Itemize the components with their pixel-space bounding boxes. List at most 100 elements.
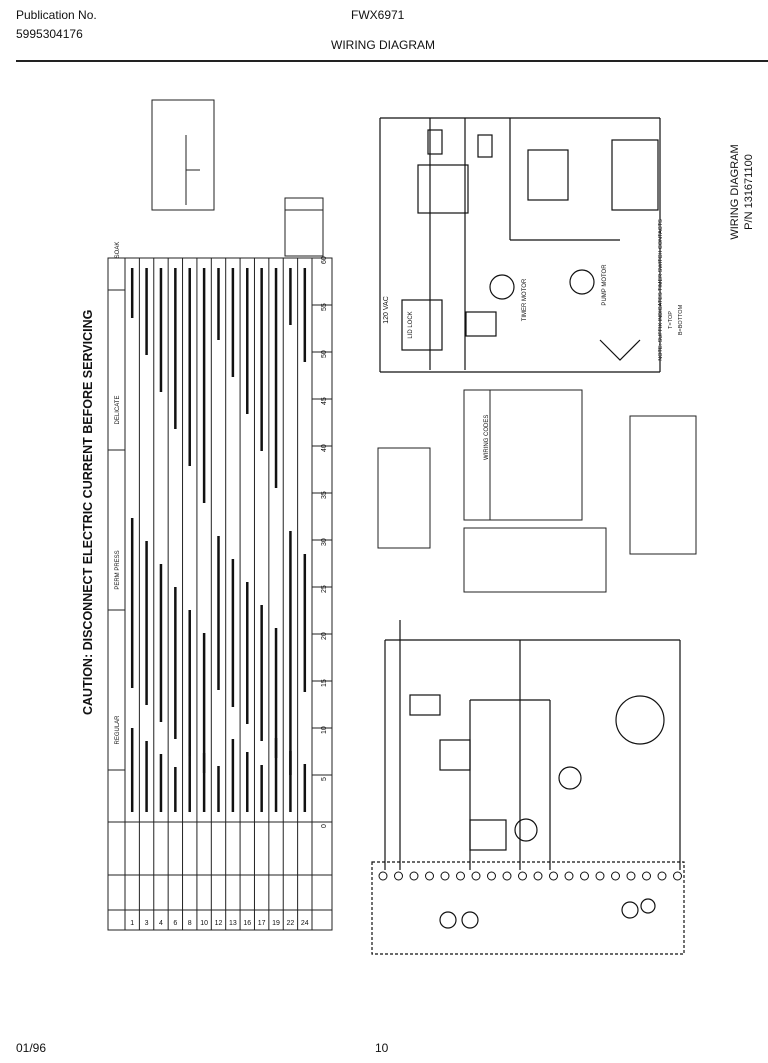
lid-lock-label: LID LOCK <box>408 311 414 338</box>
svg-text:T=TOP: T=TOP <box>668 311 674 329</box>
svg-text:40: 40 <box>321 444 328 452</box>
footer-date: 01/96 <box>16 1041 46 1055</box>
svg-text:WIRING CODES: WIRING CODES <box>484 415 490 460</box>
svg-text:60: 60 <box>321 256 328 264</box>
svg-text:120 VAC: 120 VAC <box>383 296 390 324</box>
spray-detail <box>151 99 324 257</box>
terminal-symbol <box>657 871 667 881</box>
svg-text:P/N 131671100: P/N 131671100 <box>743 154 755 230</box>
diagram-part-number: P/N 131671100 <box>743 154 755 230</box>
interval-number: 30 <box>321 538 328 546</box>
terminal-symbol <box>409 871 419 881</box>
cycle-header: DELICATE <box>115 396 121 425</box>
terminal-symbol <box>487 871 496 881</box>
svg-text:REGULAR: REGULAR <box>115 715 121 745</box>
terminal-symbol <box>394 871 403 881</box>
terminal-symbol <box>611 871 620 881</box>
wiring-codes-box <box>377 389 697 593</box>
cycle-header: PERM PRESS <box>115 550 121 589</box>
terminal-row <box>378 871 682 881</box>
chart-row-number: 19 <box>272 920 280 927</box>
chart-row-number: 1 <box>130 920 134 927</box>
svg-text:35: 35 <box>321 491 328 499</box>
chart-row-number: 13 <box>229 920 237 927</box>
terminal-symbol <box>471 871 481 881</box>
page-number: 10 <box>375 1041 389 1055</box>
chart-row-number: 10 <box>200 920 208 927</box>
top-label: T=TOP <box>668 311 674 329</box>
header-rule <box>16 60 768 62</box>
svg-text:20: 20 <box>321 632 328 640</box>
interval-number: 0 <box>321 824 328 828</box>
svg-text:55: 55 <box>321 303 328 311</box>
timer-motor-label: TIMER MOTOR <box>522 278 528 321</box>
interval-number: 35 <box>321 491 328 499</box>
wiring-codes-label: WIRING CODES <box>484 415 490 460</box>
svg-text:LID LOCK: LID LOCK <box>408 311 414 338</box>
interval-number: 25 <box>321 585 328 593</box>
svg-text:NOTE: SUFFIX INDICATES TIMER S: NOTE: SUFFIX INDICATES TIMER SWITCH CONT… <box>658 219 664 361</box>
schematic-upper <box>379 117 661 373</box>
svg-text:B=BOTTOM: B=BOTTOM <box>678 304 684 335</box>
terminal-symbol <box>425 871 434 881</box>
chart-row-number: 6 <box>173 920 177 927</box>
chart-cycle-headers: REGULAR PERM PRESS DELICATE SOAK <box>108 242 125 771</box>
note-label: NOTE: SUFFIX INDICATES TIMER SWITCH CONT… <box>658 219 664 361</box>
terminal-symbol <box>580 871 589 881</box>
terminal-symbol <box>518 871 527 881</box>
terminal-symbol <box>626 871 636 881</box>
model-number: FWX6971 <box>351 8 405 22</box>
terminal-symbol <box>533 871 543 881</box>
chart-row-number: 4 <box>159 920 163 927</box>
chart-row-number: 17 <box>258 920 266 927</box>
schematic-lower <box>371 620 685 955</box>
terminal-symbol <box>456 871 465 881</box>
chart-row-number: 8 <box>188 920 192 927</box>
terminal-symbol <box>595 871 605 881</box>
chart-row-number: 16 <box>243 920 251 927</box>
voltage-label: 120 VAC <box>383 296 390 324</box>
terminal-symbol <box>673 871 682 881</box>
bottom-label: B=BOTTOM <box>678 304 684 335</box>
interval-number: 55 <box>321 303 328 311</box>
svg-text:WIRING DIAGRAM: WIRING DIAGRAM <box>729 144 741 239</box>
svg-text:30: 30 <box>321 538 328 546</box>
chart-interval-numbers: 0 5 10 15 20 25 30 35 40 45 50 55 60 <box>321 256 328 828</box>
interval-number: 50 <box>321 350 328 358</box>
timer-sequence-chart <box>107 257 333 931</box>
svg-text:15: 15 <box>321 679 328 687</box>
chart-row-number: 12 <box>215 920 223 927</box>
terminal-symbol <box>440 871 450 881</box>
chart-row-number: 24 <box>301 920 309 927</box>
publication-label: Publication No. <box>16 8 97 22</box>
interval-number: 45 <box>321 397 328 405</box>
terminal-symbol <box>378 871 388 881</box>
interval-number: 15 <box>321 679 328 687</box>
svg-text:DELICATE: DELICATE <box>115 396 121 425</box>
cycle-header: SOAK <box>115 242 121 259</box>
svg-text:SOAK: SOAK <box>115 242 121 259</box>
interval-number: 10 <box>321 726 328 734</box>
chart-frame <box>107 257 333 931</box>
cycle-header: REGULAR <box>115 715 121 745</box>
svg-text:TIMER MOTOR: TIMER MOTOR <box>522 278 528 321</box>
diagram-title: WIRING DIAGRAM <box>729 144 741 239</box>
svg-text:25: 25 <box>321 585 328 593</box>
terminal-symbol <box>564 871 574 881</box>
timer-bars <box>130 268 307 812</box>
page-title: WIRING DIAGRAM <box>331 38 435 52</box>
interval-number: 20 <box>321 632 328 640</box>
terminal-symbol <box>549 871 558 881</box>
pump-motor-symbol <box>569 269 595 295</box>
interval-number: 60 <box>321 256 328 264</box>
chart-row-number: 3 <box>145 920 149 927</box>
svg-text:50: 50 <box>321 350 328 358</box>
svg-text:5: 5 <box>321 777 328 781</box>
chart-row-number: 22 <box>287 920 295 927</box>
interval-number: 5 <box>321 777 328 781</box>
svg-text:10: 10 <box>321 726 328 734</box>
publication-number: 5995304176 <box>16 27 83 41</box>
caution-text: CAUTION: DISCONNECT ELECTRIC CURRENT BEF… <box>81 310 95 715</box>
